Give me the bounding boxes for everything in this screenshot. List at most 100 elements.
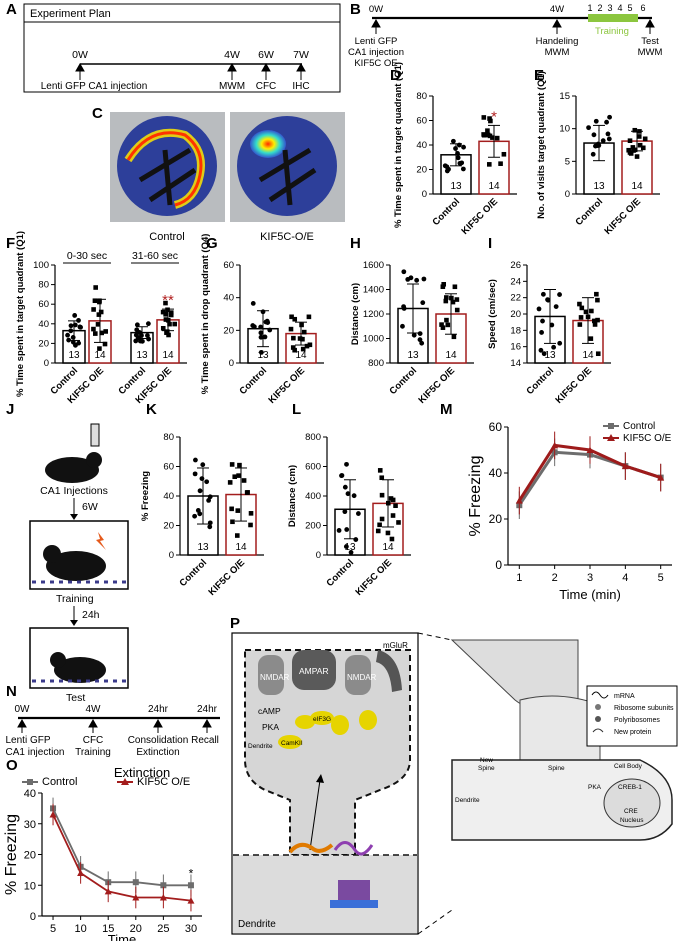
data-point <box>460 166 466 172</box>
data-point <box>481 115 487 120</box>
panel-letter-d: D <box>390 67 401 84</box>
data-point <box>540 318 545 324</box>
data-point <box>227 480 233 485</box>
data-point <box>626 147 631 153</box>
legend-label: KIF5C O/E <box>137 776 190 788</box>
data-point <box>206 498 212 503</box>
sample-size-label: 13 <box>593 181 605 192</box>
data-point <box>163 311 168 317</box>
data-point <box>258 349 264 355</box>
new-protein-legend-icon <box>592 728 604 733</box>
b-day-4: 4 <box>617 3 622 13</box>
data-point <box>386 500 391 506</box>
data-point <box>417 337 423 343</box>
data-point <box>339 473 344 479</box>
data-point <box>241 478 247 483</box>
panel-letter-e: E <box>534 67 544 84</box>
p-label-ampar: AMPAR <box>299 666 329 676</box>
sample-size-label: 13 <box>197 542 209 553</box>
data-point <box>77 869 85 876</box>
data-point <box>207 494 213 500</box>
bar <box>478 140 510 195</box>
data-point <box>449 295 454 301</box>
y-tick-label: 18 <box>510 325 521 336</box>
y-tick-label: 10 <box>559 124 570 135</box>
x-tick-label: 4 <box>622 572 628 584</box>
j-delay-1: 6W <box>82 501 98 513</box>
data-point <box>454 297 460 302</box>
data-point <box>630 145 636 150</box>
series-line <box>52 814 192 902</box>
series-line <box>52 808 191 887</box>
data-point <box>96 312 102 317</box>
p-transport-arrow <box>309 779 321 851</box>
data-point <box>421 276 427 282</box>
data-point <box>455 151 460 156</box>
y-tick-label: 10 <box>24 880 36 892</box>
data-point <box>197 488 203 494</box>
y-tick-label: 1000 <box>363 334 384 345</box>
data-point <box>595 317 600 323</box>
plan-event-3: IHC <box>292 81 309 92</box>
data-point <box>348 550 354 555</box>
l-y-axis-title: Distance (cm) <box>287 465 298 527</box>
n-row2-0: CA1 injection <box>6 747 65 758</box>
data-point <box>97 299 102 305</box>
nmdar-receptor-icon <box>345 655 371 695</box>
data-point <box>232 474 238 479</box>
data-point <box>68 328 74 334</box>
data-point <box>405 276 411 282</box>
data-point <box>379 492 385 498</box>
x-tick-label: 5 <box>50 923 56 935</box>
sample-size-label: 14 <box>582 350 594 361</box>
data-point <box>207 520 213 526</box>
data-point <box>355 511 361 516</box>
x-tick-label: Control <box>177 557 209 589</box>
sample-size-label: 13 <box>257 350 269 361</box>
data-point <box>583 309 589 315</box>
data-point <box>187 882 194 889</box>
data-point <box>289 314 294 320</box>
data-point <box>163 317 169 322</box>
x-tick-label: 1 <box>516 572 522 584</box>
scaffold-protein-icon <box>359 710 377 730</box>
data-point <box>401 269 407 275</box>
sample-size-label: 14 <box>162 350 174 361</box>
sample-size-label: 14 <box>488 181 500 192</box>
p-label-dendrite-small: Dendrite <box>248 743 273 750</box>
sample-size-label: 13 <box>136 350 148 361</box>
panel-letter-i: I <box>488 235 492 252</box>
data-point <box>199 476 205 481</box>
heatmap-kif-spokes <box>258 147 317 206</box>
data-point <box>345 491 351 497</box>
data-point <box>606 136 612 142</box>
data-point <box>607 114 612 120</box>
data-point <box>393 503 398 509</box>
n-row2-2: Extinction <box>136 747 179 758</box>
ampar-receptor-icon <box>292 650 336 690</box>
n-time-0: 0W <box>15 704 31 715</box>
y-tick-label: 40 <box>163 491 174 502</box>
data-point <box>76 318 81 323</box>
data-point <box>501 151 507 157</box>
arrow-up-icon <box>316 774 324 783</box>
data-point <box>592 322 598 327</box>
data-point <box>485 128 490 133</box>
data-point <box>551 441 559 449</box>
data-point <box>133 338 139 344</box>
arrow-up-icon <box>153 718 163 733</box>
mouse-icon <box>46 551 106 581</box>
mouse-icon <box>54 657 106 683</box>
legend-label: Control <box>623 421 655 432</box>
plan-time-0: 0W <box>72 49 88 61</box>
data-point <box>133 332 139 338</box>
data-point <box>487 116 492 121</box>
data-point <box>72 313 78 318</box>
data-point <box>657 474 665 481</box>
plan-frame <box>23 3 341 93</box>
mglur-receptor-icon <box>376 650 402 692</box>
ribosome-legend-icon <box>595 704 601 710</box>
data-point <box>292 316 298 322</box>
data-point <box>132 879 139 886</box>
